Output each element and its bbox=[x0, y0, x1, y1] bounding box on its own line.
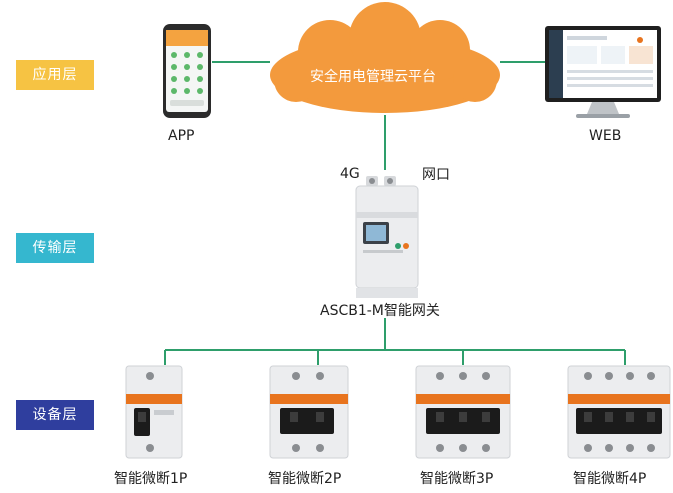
monitor-icon bbox=[545, 26, 661, 118]
web-caption: WEB bbox=[589, 128, 622, 144]
app-caption: APP bbox=[168, 128, 195, 144]
breaker-3p-icon bbox=[415, 365, 511, 459]
layer-tag-transmission: 传输层 bbox=[16, 233, 94, 263]
breaker-4p-icon bbox=[567, 365, 671, 459]
gateway-name: ASCB1-M智能网关 bbox=[320, 303, 440, 319]
breaker-2p-caption: 智能微断2P bbox=[268, 471, 342, 487]
cloud-label: 安全用电管理云平台 bbox=[310, 69, 436, 85]
gateway-port-label: 网口 bbox=[422, 167, 450, 183]
gateway-device-icon bbox=[355, 176, 419, 298]
gateway-4g-label: 4G bbox=[340, 166, 360, 182]
breaker-2p-icon bbox=[269, 365, 349, 459]
breaker-4p-caption: 智能微断4P bbox=[573, 471, 647, 487]
layer-tag-application: 应用层 bbox=[16, 60, 94, 90]
connector-lines bbox=[164, 61, 626, 365]
layer-tag-device: 设备层 bbox=[16, 400, 94, 430]
breaker-1p-caption: 智能微断1P bbox=[114, 471, 188, 487]
breaker-3p-caption: 智能微断3P bbox=[420, 471, 494, 487]
cloud-shape bbox=[270, 2, 500, 113]
phone-icon bbox=[163, 24, 211, 118]
breaker-1p-icon bbox=[125, 365, 183, 459]
